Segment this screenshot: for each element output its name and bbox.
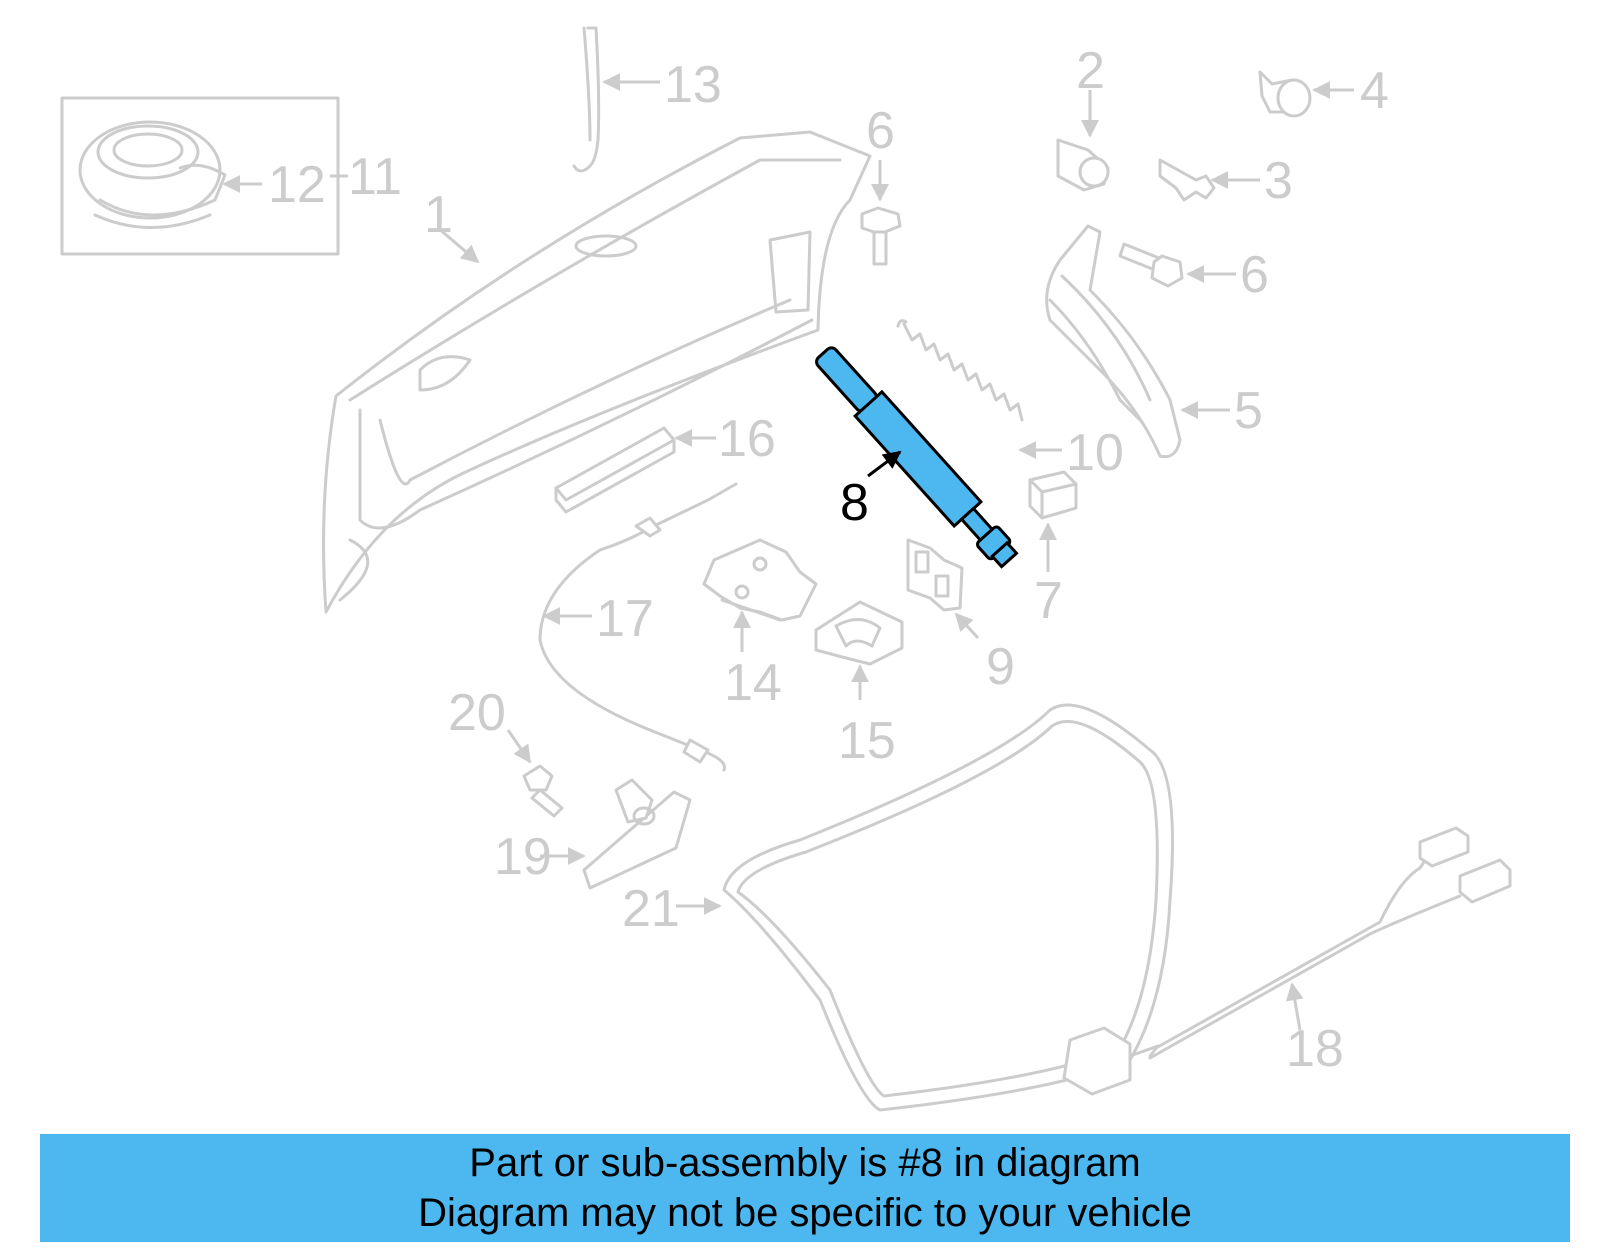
callout-19: 19 <box>494 828 552 886</box>
callout-2: 2 <box>1076 42 1105 100</box>
part-14-latch <box>702 538 818 652</box>
part-16-handle <box>554 426 716 514</box>
callout-3: 3 <box>1264 152 1293 210</box>
callout-9: 9 <box>986 638 1015 696</box>
callout-11: 11 <box>348 148 402 206</box>
part-5-hinge <box>1045 224 1230 459</box>
part-8-gas-strut <box>815 346 1019 569</box>
callout-7: 7 <box>1034 572 1063 630</box>
part-6-bolt-upper <box>860 160 902 266</box>
part-21-seal <box>676 703 1174 1112</box>
part-6-bolt-right <box>1118 242 1236 288</box>
part-20-bolt <box>506 729 564 818</box>
part-7-buffer <box>1028 470 1078 572</box>
callout-12: 12 <box>268 156 326 214</box>
callout-20: 20 <box>448 684 506 742</box>
callout-13: 13 <box>664 56 722 114</box>
part-9-bracket <box>906 538 980 640</box>
banner-line-1: Part or sub-assembly is #8 in diagram <box>469 1141 1141 1185</box>
callout-10: 10 <box>1066 424 1124 482</box>
part-10-spring <box>896 319 1062 459</box>
part-17-cable <box>538 482 738 772</box>
part-3-key <box>1158 158 1260 202</box>
info-banner: Part or sub-assembly is #8 in diagram Di… <box>40 1134 1570 1242</box>
callout-18: 18 <box>1286 1020 1344 1078</box>
callout-8: 8 <box>840 474 869 532</box>
callout-1: 1 <box>424 186 453 244</box>
part-15-striker <box>814 600 904 700</box>
part-11-12-emblem-box <box>60 96 340 256</box>
callout-5: 5 <box>1234 382 1263 440</box>
part-4-clip <box>1258 70 1354 118</box>
callout-17: 17 <box>596 590 654 648</box>
callout-15: 15 <box>838 712 896 770</box>
callout-6-upper: 6 <box>866 102 895 160</box>
part-19-plate <box>540 778 692 890</box>
part-2-lock-cylinder <box>1056 90 1110 192</box>
callout-6-right: 6 <box>1240 246 1269 304</box>
callout-21: 21 <box>622 880 680 938</box>
part-18-harness <box>1062 826 1512 1096</box>
callout-16: 16 <box>718 410 776 468</box>
banner-line-2: Diagram may not be specific to your vehi… <box>418 1191 1192 1235</box>
callout-4: 4 <box>1360 62 1389 120</box>
part-1-trunk-lid <box>322 130 872 614</box>
callout-14: 14 <box>724 654 782 712</box>
part-13-hose <box>572 26 660 173</box>
